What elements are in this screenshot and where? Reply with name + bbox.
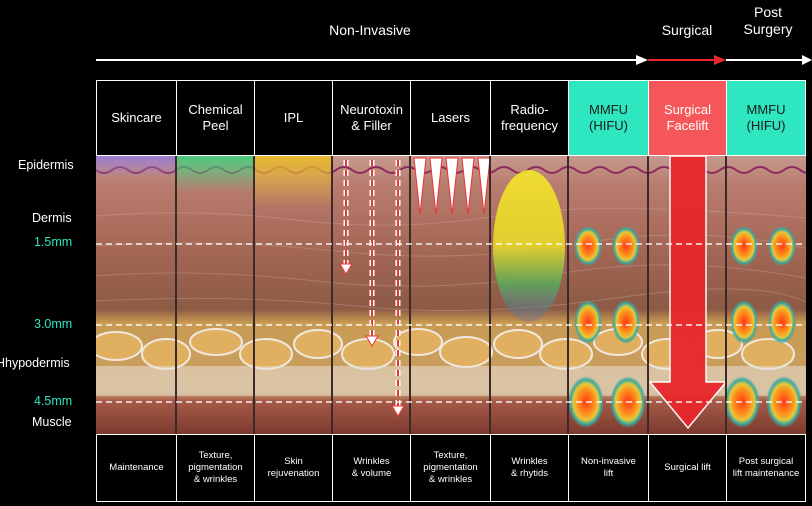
footer-cell-mmfu-hifu-post: Post surgical lift maintenance	[726, 434, 806, 502]
phase-label-surgical: Surgical	[661, 22, 713, 38]
footer-cell-mmfu-hifu: Non-invasive lift	[568, 434, 648, 502]
depth-label-3-0mm: 3.0mm	[34, 317, 73, 331]
layer-label-epidermis: Epidermis	[18, 158, 74, 172]
footer-cell-surgical-facelift: Surgical lift	[648, 434, 726, 502]
footer-cell-chemical-peel: Texture, pigmentation & wrinkles	[176, 434, 254, 502]
phase-label-post-surgery: Post Surgery	[743, 4, 793, 37]
column-header-neurotoxin-filler: Neurotoxin & Filler	[332, 80, 410, 156]
column-header-radio-frequency: Radio- frequency	[490, 80, 568, 156]
column-header-ipl: IPL	[254, 80, 332, 156]
footer-cell-skincare: Maintenance	[96, 434, 176, 502]
skin-cross-section	[96, 156, 806, 434]
layer-label-dermis: Dermis	[32, 211, 72, 225]
footer-cell-ipl: Skin rejuvenation	[254, 434, 332, 502]
footer-cell-lasers: Texture, pigmentation & wrinkles	[410, 434, 490, 502]
depth-label-4-5mm: 4.5mm	[34, 394, 73, 408]
column-header-chemical-peel: Chemical Peel	[176, 80, 254, 156]
phase-label-non-invasive: Non-Invasive	[329, 22, 411, 38]
layer-label-muscle: Muscle	[32, 415, 72, 429]
depth-label-1-5mm: 1.5mm	[34, 235, 73, 249]
footer-cell-neurotoxin-filler: Wrinkles & volume	[332, 434, 410, 502]
layer-label-hypodermis: Hhypodermis	[0, 356, 70, 370]
column-header-skincare: Skincare	[96, 80, 176, 156]
column-header-mmfu-hifu-post: MMFU (HIFU)	[726, 80, 806, 156]
footer-cell-radio-frequency: Wrinkles & rhytids	[490, 434, 568, 502]
column-header-lasers: Lasers	[410, 80, 490, 156]
timeline-arrow	[96, 55, 812, 65]
column-header-mmfu-hifu: MMFU (HIFU)	[568, 80, 648, 156]
